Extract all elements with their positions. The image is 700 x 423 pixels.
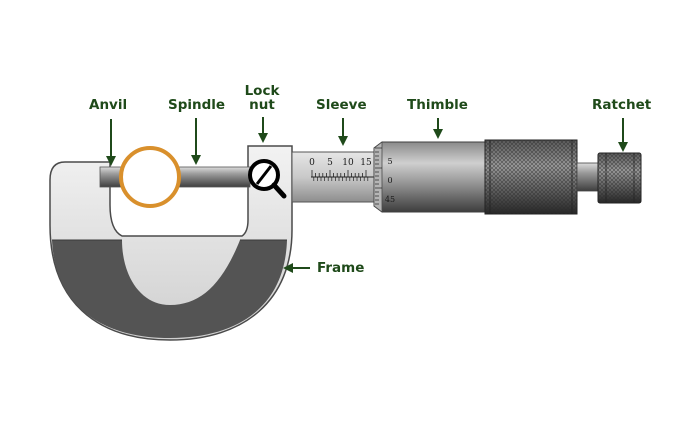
spindle [177, 166, 251, 188]
lock-nut [248, 159, 287, 199]
thimble-scale-ticks: 5 0 45 [375, 147, 395, 205]
workpiece-ring [119, 146, 181, 208]
lock-nut-label-line2: nut [249, 97, 275, 113]
anvil-label: Anvil [89, 97, 128, 113]
frame-label: Frame [317, 260, 365, 276]
frame-insulator [52, 240, 287, 338]
spindle-label: Spindle [168, 97, 226, 113]
lock-nut-label-line1: Lock [244, 83, 280, 99]
thimble-label: Thimble [407, 97, 468, 113]
anvil [99, 166, 123, 188]
sleeve-scale-number: 15 [360, 158, 372, 168]
ratchet-shaft [576, 162, 599, 192]
ratchet-label: Ratchet [592, 97, 652, 113]
sleeve-scale-number: 5 [327, 158, 333, 168]
sleeve-scale-ticks: 0 5 10 15 [309, 158, 372, 181]
sleeve-label: Sleeve [316, 97, 367, 113]
sleeve-scale-number: 0 [309, 158, 315, 168]
thimble-scale-number: 5 [387, 157, 392, 166]
lock-nut-label: Lock nut [245, 84, 280, 112]
label-arrows [106, 117, 628, 273]
thimble-scale-number: 45 [385, 195, 395, 204]
sleeve-scale-number: 10 [342, 158, 354, 168]
thimble-scale-number: 0 [387, 176, 392, 185]
